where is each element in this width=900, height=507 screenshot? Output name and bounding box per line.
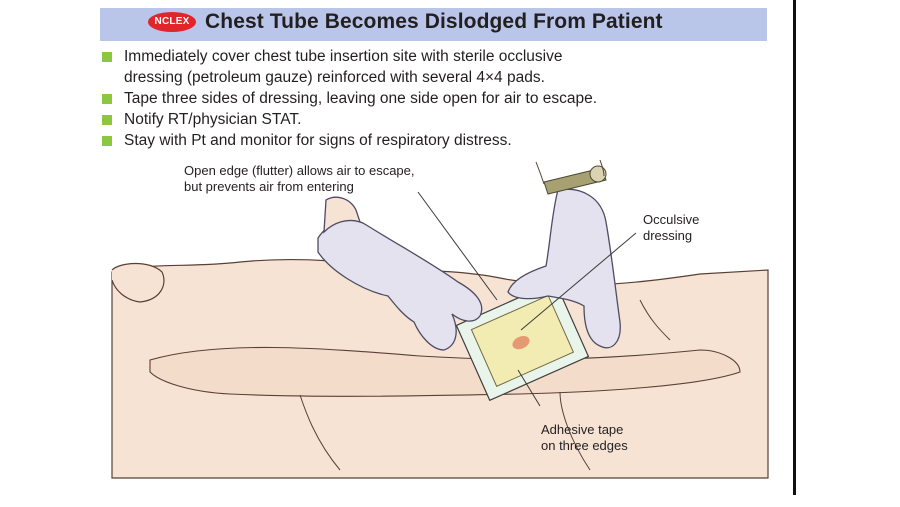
nclex-badge: NCLEX	[148, 12, 196, 32]
right-gloved-hand	[507, 188, 621, 349]
instruction-list: Immediately cover chest tube insertion s…	[102, 46, 782, 151]
bullet-text: Tape three sides of dressing, leaving on…	[124, 90, 598, 107]
callout-occlusive-line2: dressing	[643, 228, 693, 243]
callout-occlusive-line1: Occulsive	[643, 212, 700, 227]
bullet-text: Immediately cover chest tube insertion s…	[124, 48, 563, 65]
callout-occlusive-dressing: Occulsive dressing	[643, 212, 699, 244]
callout-open-edge-line2: but prevents air from entering	[184, 179, 354, 194]
list-item: Notify RT/physician STAT.	[102, 109, 782, 130]
right-border-line	[793, 0, 796, 495]
callout-adhesive-tape: Adhesive tape on three edges	[541, 422, 628, 454]
callout-open-edge-line1: Open edge (flutter) allows air to escape…	[184, 163, 415, 178]
bullet-text: Stay with Pt and monitor for signs of re…	[124, 132, 512, 149]
callout-open-edge: Open edge (flutter) allows air to escape…	[184, 163, 415, 195]
header-bar	[100, 8, 767, 41]
page-title: Chest Tube Becomes Dislodged From Patien…	[205, 10, 663, 33]
watch-icon	[543, 165, 607, 195]
callout-adhesive-line2: on three edges	[541, 438, 628, 453]
bullet-square-icon	[102, 94, 112, 104]
bullet-square-icon	[102, 52, 112, 62]
bullet-text: Notify RT/physician STAT.	[124, 111, 302, 128]
bullet-square-icon	[102, 115, 112, 125]
chest-dressing-illustration	[111, 159, 769, 479]
left-gloved-hand	[317, 196, 483, 351]
callout-adhesive-line1: Adhesive tape	[541, 422, 624, 437]
patient-head	[111, 262, 165, 303]
occlusive-dressing	[455, 280, 590, 402]
bullet-text-continued: dressing (petroleum gauze) reinforced wi…	[124, 69, 545, 86]
list-item: Stay with Pt and monitor for signs of re…	[102, 130, 782, 151]
patient-arm	[149, 346, 741, 397]
bullet-square-icon	[102, 136, 112, 146]
list-item: Immediately cover chest tube insertion s…	[102, 46, 782, 88]
list-item: Tape three sides of dressing, leaving on…	[102, 88, 782, 109]
